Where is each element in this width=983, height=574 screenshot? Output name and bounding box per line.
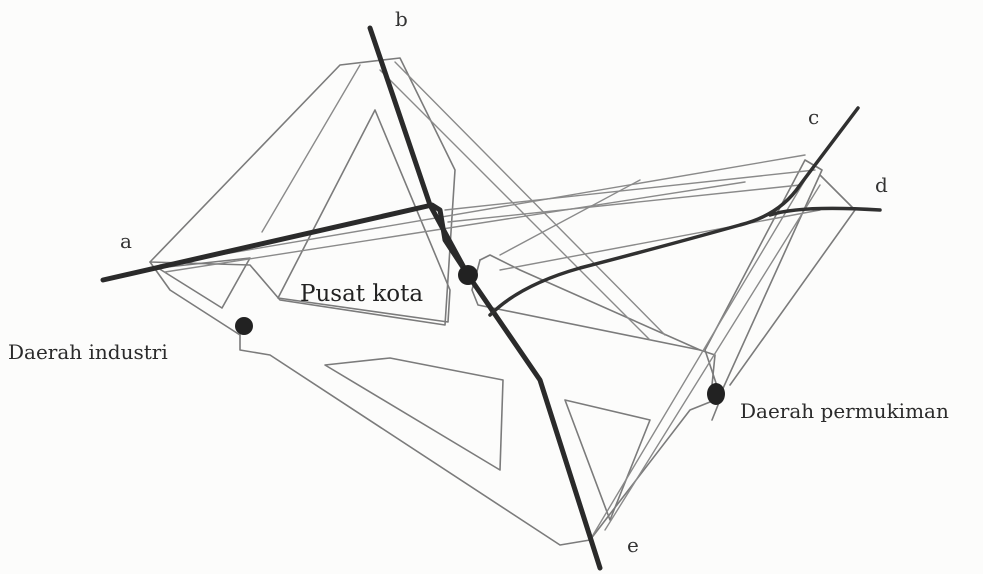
triangle-outlines	[149, 57, 856, 546]
road-b-e-parallel-2	[394, 61, 666, 336]
label-b: b	[395, 7, 408, 31]
road-a-c-parallel-1	[159, 154, 806, 266]
far-right-edge	[729, 174, 856, 386]
residential-block	[479, 254, 721, 421]
road-cross-2	[499, 179, 641, 256]
left-small-triangle	[157, 257, 251, 309]
label-residential-area: Daerah permukiman	[740, 399, 949, 423]
label-e: e	[627, 533, 639, 557]
road-right-diagonal-1	[589, 179, 806, 541]
main-road-c-center	[488, 106, 860, 317]
residential-node	[707, 383, 725, 405]
labels: a b c d e Pusat kota Daerah industri Dae…	[8, 7, 949, 557]
road-center-right-2	[447, 184, 801, 223]
nodes	[235, 265, 725, 405]
road-right-diagonal-2	[604, 184, 821, 531]
city-center-node	[458, 265, 478, 285]
main-roads	[100, 25, 882, 571]
main-road-d	[768, 206, 882, 217]
city-center-triangle	[277, 109, 451, 323]
residential-upper	[471, 259, 701, 351]
bottom-right-triangle	[564, 399, 651, 521]
road-a-c-parallel-2	[164, 181, 746, 273]
road-center-right-1	[444, 169, 816, 211]
industrial-lower-body	[239, 334, 716, 546]
label-c: c	[808, 105, 819, 129]
road-cross-1	[499, 209, 821, 271]
label-industrial-area: Daerah industri	[8, 340, 168, 364]
secondary-roads	[159, 61, 821, 541]
main-road-a-center	[100, 202, 471, 283]
label-d: d	[875, 173, 888, 197]
industrial-left-edge	[149, 261, 241, 336]
lower-triangle	[324, 357, 504, 471]
label-a: a	[120, 229, 132, 253]
road-left-block-diag	[261, 64, 361, 233]
label-city-center: Pusat kota	[300, 281, 423, 307]
industrial-node	[235, 317, 253, 335]
right-triangle	[704, 159, 823, 396]
